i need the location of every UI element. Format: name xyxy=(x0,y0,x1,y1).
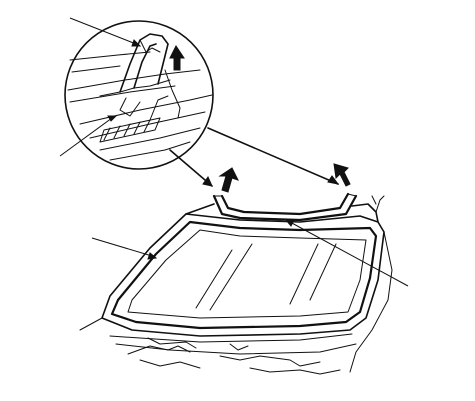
windshield-glass-icon xyxy=(110,220,378,330)
right-removal-arrow-icon xyxy=(333,163,351,187)
callout-leaders xyxy=(59,17,409,287)
detail-connectors xyxy=(169,127,340,187)
molding-removal-arrows xyxy=(218,163,351,193)
callout-leader-windshield xyxy=(91,237,153,257)
detail-body-panels xyxy=(67,51,213,161)
left-removal-arrow-icon xyxy=(218,167,239,193)
windshield-molding-icon xyxy=(212,192,358,222)
car-body xyxy=(79,195,393,375)
clip-pull-arrow-icon xyxy=(169,45,185,71)
callout-leader-body-panel xyxy=(59,117,113,157)
detail-view xyxy=(64,20,214,170)
callout-leader-molding xyxy=(289,221,409,287)
callout-leader-clip xyxy=(69,17,137,45)
body-flange-icon xyxy=(101,213,385,337)
retaining-clip-icon xyxy=(99,33,171,117)
